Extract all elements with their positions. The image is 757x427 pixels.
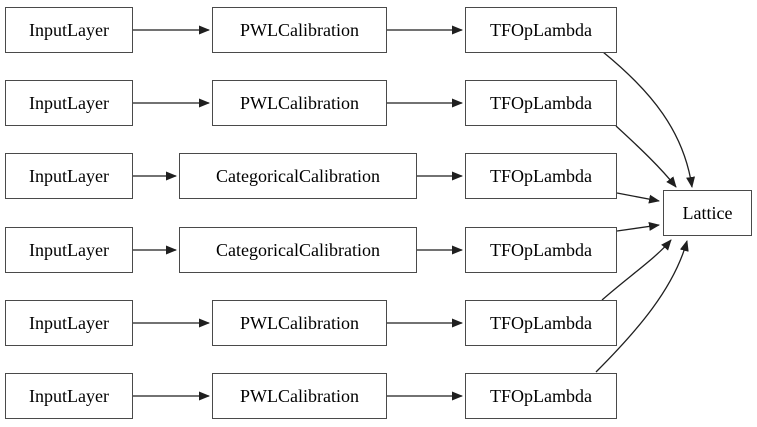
node-tfop-lambda-1: TFOpLambda [465, 7, 617, 53]
node-input-layer-5: InputLayer [5, 300, 133, 346]
node-input-layer-1: InputLayer [5, 7, 133, 53]
edge-lambda1-to-lattice [602, 51, 696, 188]
edge-lambda3-to-lattice [616, 192, 660, 204]
node-tfop-lambda-6: TFOpLambda [465, 373, 617, 419]
node-pwl-calibration-5: PWLCalibration [212, 300, 387, 346]
node-input-layer-2: InputLayer [5, 80, 133, 126]
edge-lambda2-to-lattice [615, 125, 677, 188]
edge-lambda5-to-lattice [601, 239, 672, 301]
node-pwl-calibration-1: PWLCalibration [212, 7, 387, 53]
node-input-layer-4: InputLayer [5, 227, 133, 273]
node-input-layer-3: InputLayer [5, 153, 133, 199]
node-input-layer-6: InputLayer [5, 373, 133, 419]
node-categorical-calibration-3: CategoricalCalibration [179, 153, 417, 199]
node-tfop-lambda-2: TFOpLambda [465, 80, 617, 126]
node-pwl-calibration-2: PWLCalibration [212, 80, 387, 126]
node-pwl-calibration-6: PWLCalibration [212, 373, 387, 419]
node-tfop-lambda-3: TFOpLambda [465, 153, 617, 199]
edge-lambda6-to-lattice [595, 240, 689, 373]
node-lattice: Lattice [663, 190, 752, 236]
node-tfop-lambda-5: TFOpLambda [465, 300, 617, 346]
edge-lambda4-to-lattice [616, 221, 660, 232]
node-tfop-lambda-4: TFOpLambda [465, 227, 617, 273]
node-categorical-calibration-4: CategoricalCalibration [179, 227, 417, 273]
